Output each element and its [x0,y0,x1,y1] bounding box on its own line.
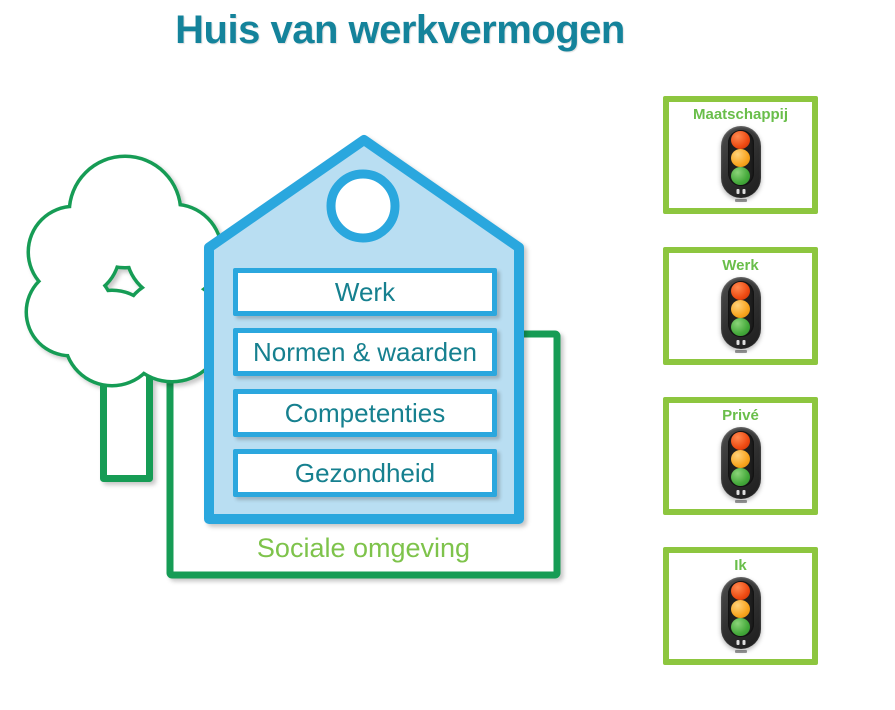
traffic-light-dots [736,188,745,194]
amber-light [731,148,750,167]
traffic-light-dots [736,489,745,495]
house-window [326,169,400,243]
traffic-light-icon [720,426,761,503]
floor-gezondheid: Gezondheid [233,449,497,497]
page-title: Huis van werkvermogen [175,8,625,52]
status-panel-prive-label: Privé [722,407,759,424]
floor-gezondheid-label: Gezondheid [294,457,436,488]
traffic-light-body [720,426,761,499]
traffic-light-stand [734,349,747,353]
traffic-light-body [720,576,761,649]
amber-light [731,299,750,318]
traffic-light-shaft [727,580,754,637]
red-light [731,130,750,149]
floor-werk: Werk [233,268,497,316]
traffic-light-stand [734,499,747,503]
social-environment-label: Sociale omgeving [256,533,471,563]
green-light [731,617,750,636]
status-panel-werk-label: Werk [722,257,759,274]
traffic-light-icon [720,276,761,353]
traffic-light-body [720,276,761,349]
traffic-light-dots [736,639,745,645]
traffic-light-body [720,125,761,198]
floor-competenties: Competenties [233,389,497,437]
floor-competenties-label: Competenties [284,397,446,428]
amber-light [731,599,750,618]
green-light [731,317,750,336]
traffic-light-icon [720,576,761,653]
status-panel-maatschappij: Maatschappij [663,96,818,214]
red-light [731,581,750,600]
green-light [731,467,750,486]
traffic-light-shaft [727,129,754,186]
status-panel-werk: Werk [663,247,818,365]
traffic-light-shaft [727,430,754,487]
red-light [731,431,750,450]
status-panel-prive: Privé [663,397,818,515]
status-panel-ik-label: Ik [734,557,747,574]
floor-normen-waarden: Normen & waarden [233,328,497,376]
floor-werk-label: Werk [334,276,396,307]
floor-normen-waarden-label: Normen & waarden [253,336,477,367]
green-light [731,166,750,185]
traffic-light-shaft [727,280,754,337]
status-panel-maatschappij-label: Maatschappij [692,106,789,123]
traffic-light-icon [720,125,761,202]
traffic-light-stand [734,649,747,653]
traffic-light-dots [736,339,745,345]
red-light [731,281,750,300]
tree-trunk [100,358,153,482]
status-panel-ik: Ik [663,547,818,665]
amber-light [731,449,750,468]
traffic-light-stand [734,198,747,202]
